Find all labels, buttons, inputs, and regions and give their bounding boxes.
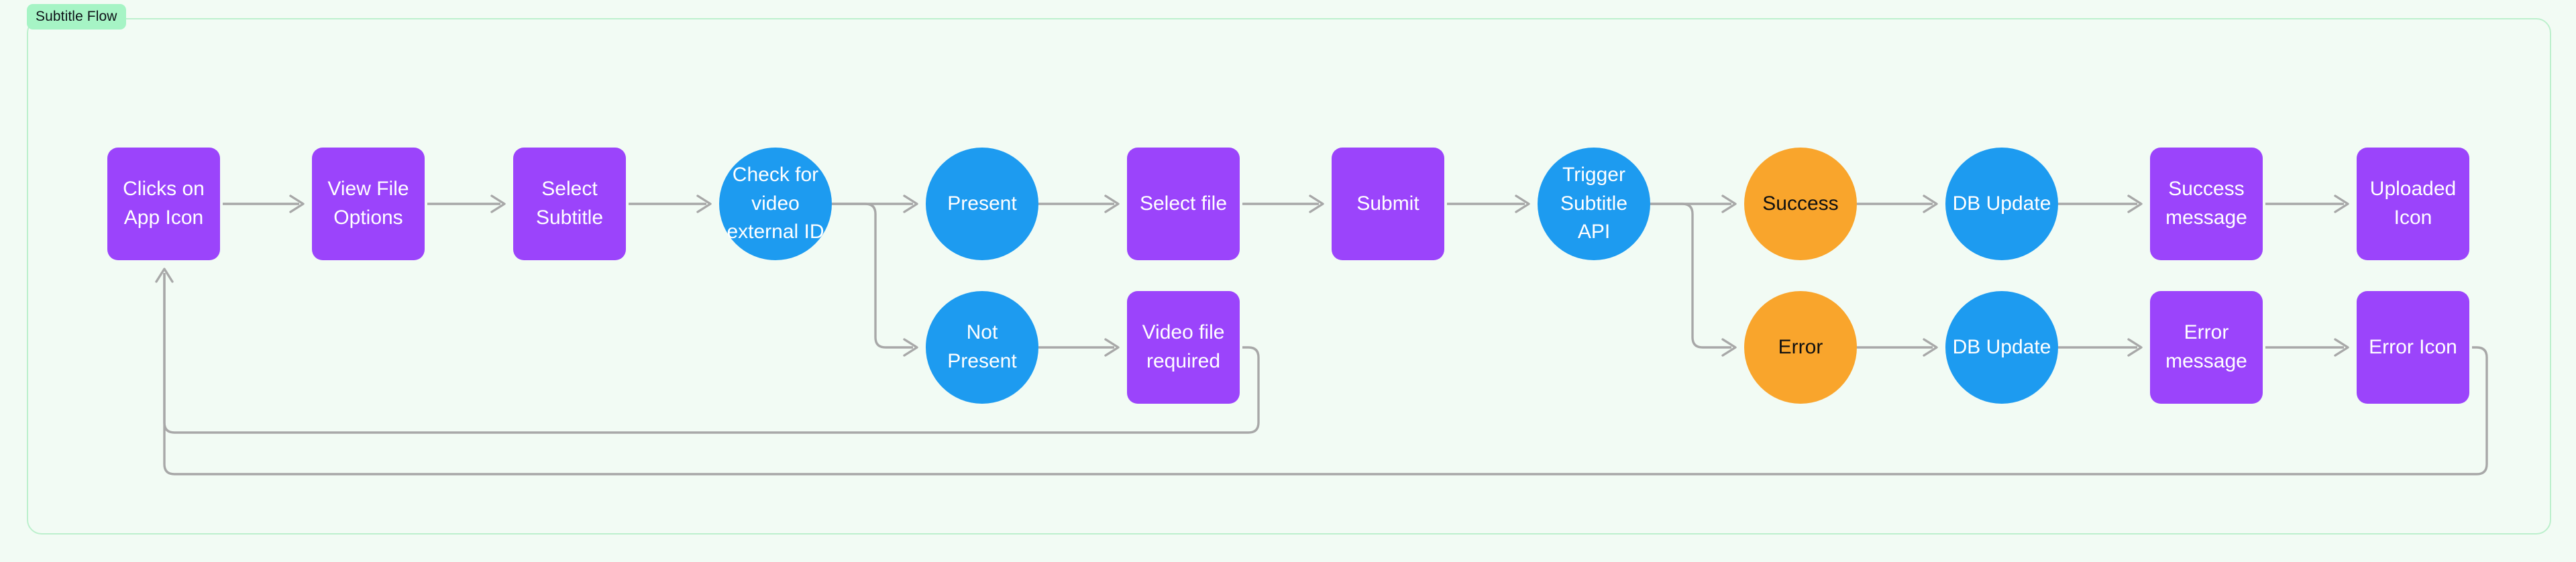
node-submit[interactable]: Submit	[1332, 148, 1444, 260]
node-select-subtitle[interactable]: Select Subtitle	[513, 148, 626, 260]
node-error-icon[interactable]: Error Icon	[2357, 291, 2469, 404]
node-db-update-error[interactable]: DB Update	[1945, 291, 2058, 404]
node-check-for-video-external-id[interactable]: Check for video external ID	[719, 148, 832, 260]
node-success[interactable]: Success	[1744, 148, 1857, 260]
flow-group-container	[27, 18, 2551, 535]
node-success-message[interactable]: Success message	[2150, 148, 2263, 260]
node-error[interactable]: Error	[1744, 291, 1857, 404]
node-present[interactable]: Present	[926, 148, 1038, 260]
node-trigger-subtitle-api[interactable]: Trigger Subtitle API	[1538, 148, 1650, 260]
node-view-file-options[interactable]: View File Options	[312, 148, 425, 260]
flow-group-label: Subtitle Flow	[27, 4, 126, 30]
node-db-update-success[interactable]: DB Update	[1945, 148, 2058, 260]
node-uploaded-icon[interactable]: Uploaded Icon	[2357, 148, 2469, 260]
node-error-message[interactable]: Error message	[2150, 291, 2263, 404]
node-not-present[interactable]: Not Present	[926, 291, 1038, 404]
node-clicks-on-app-icon[interactable]: Clicks on App Icon	[107, 148, 220, 260]
node-video-file-required[interactable]: Video file required	[1127, 291, 1240, 404]
node-select-file[interactable]: Select file	[1127, 148, 1240, 260]
